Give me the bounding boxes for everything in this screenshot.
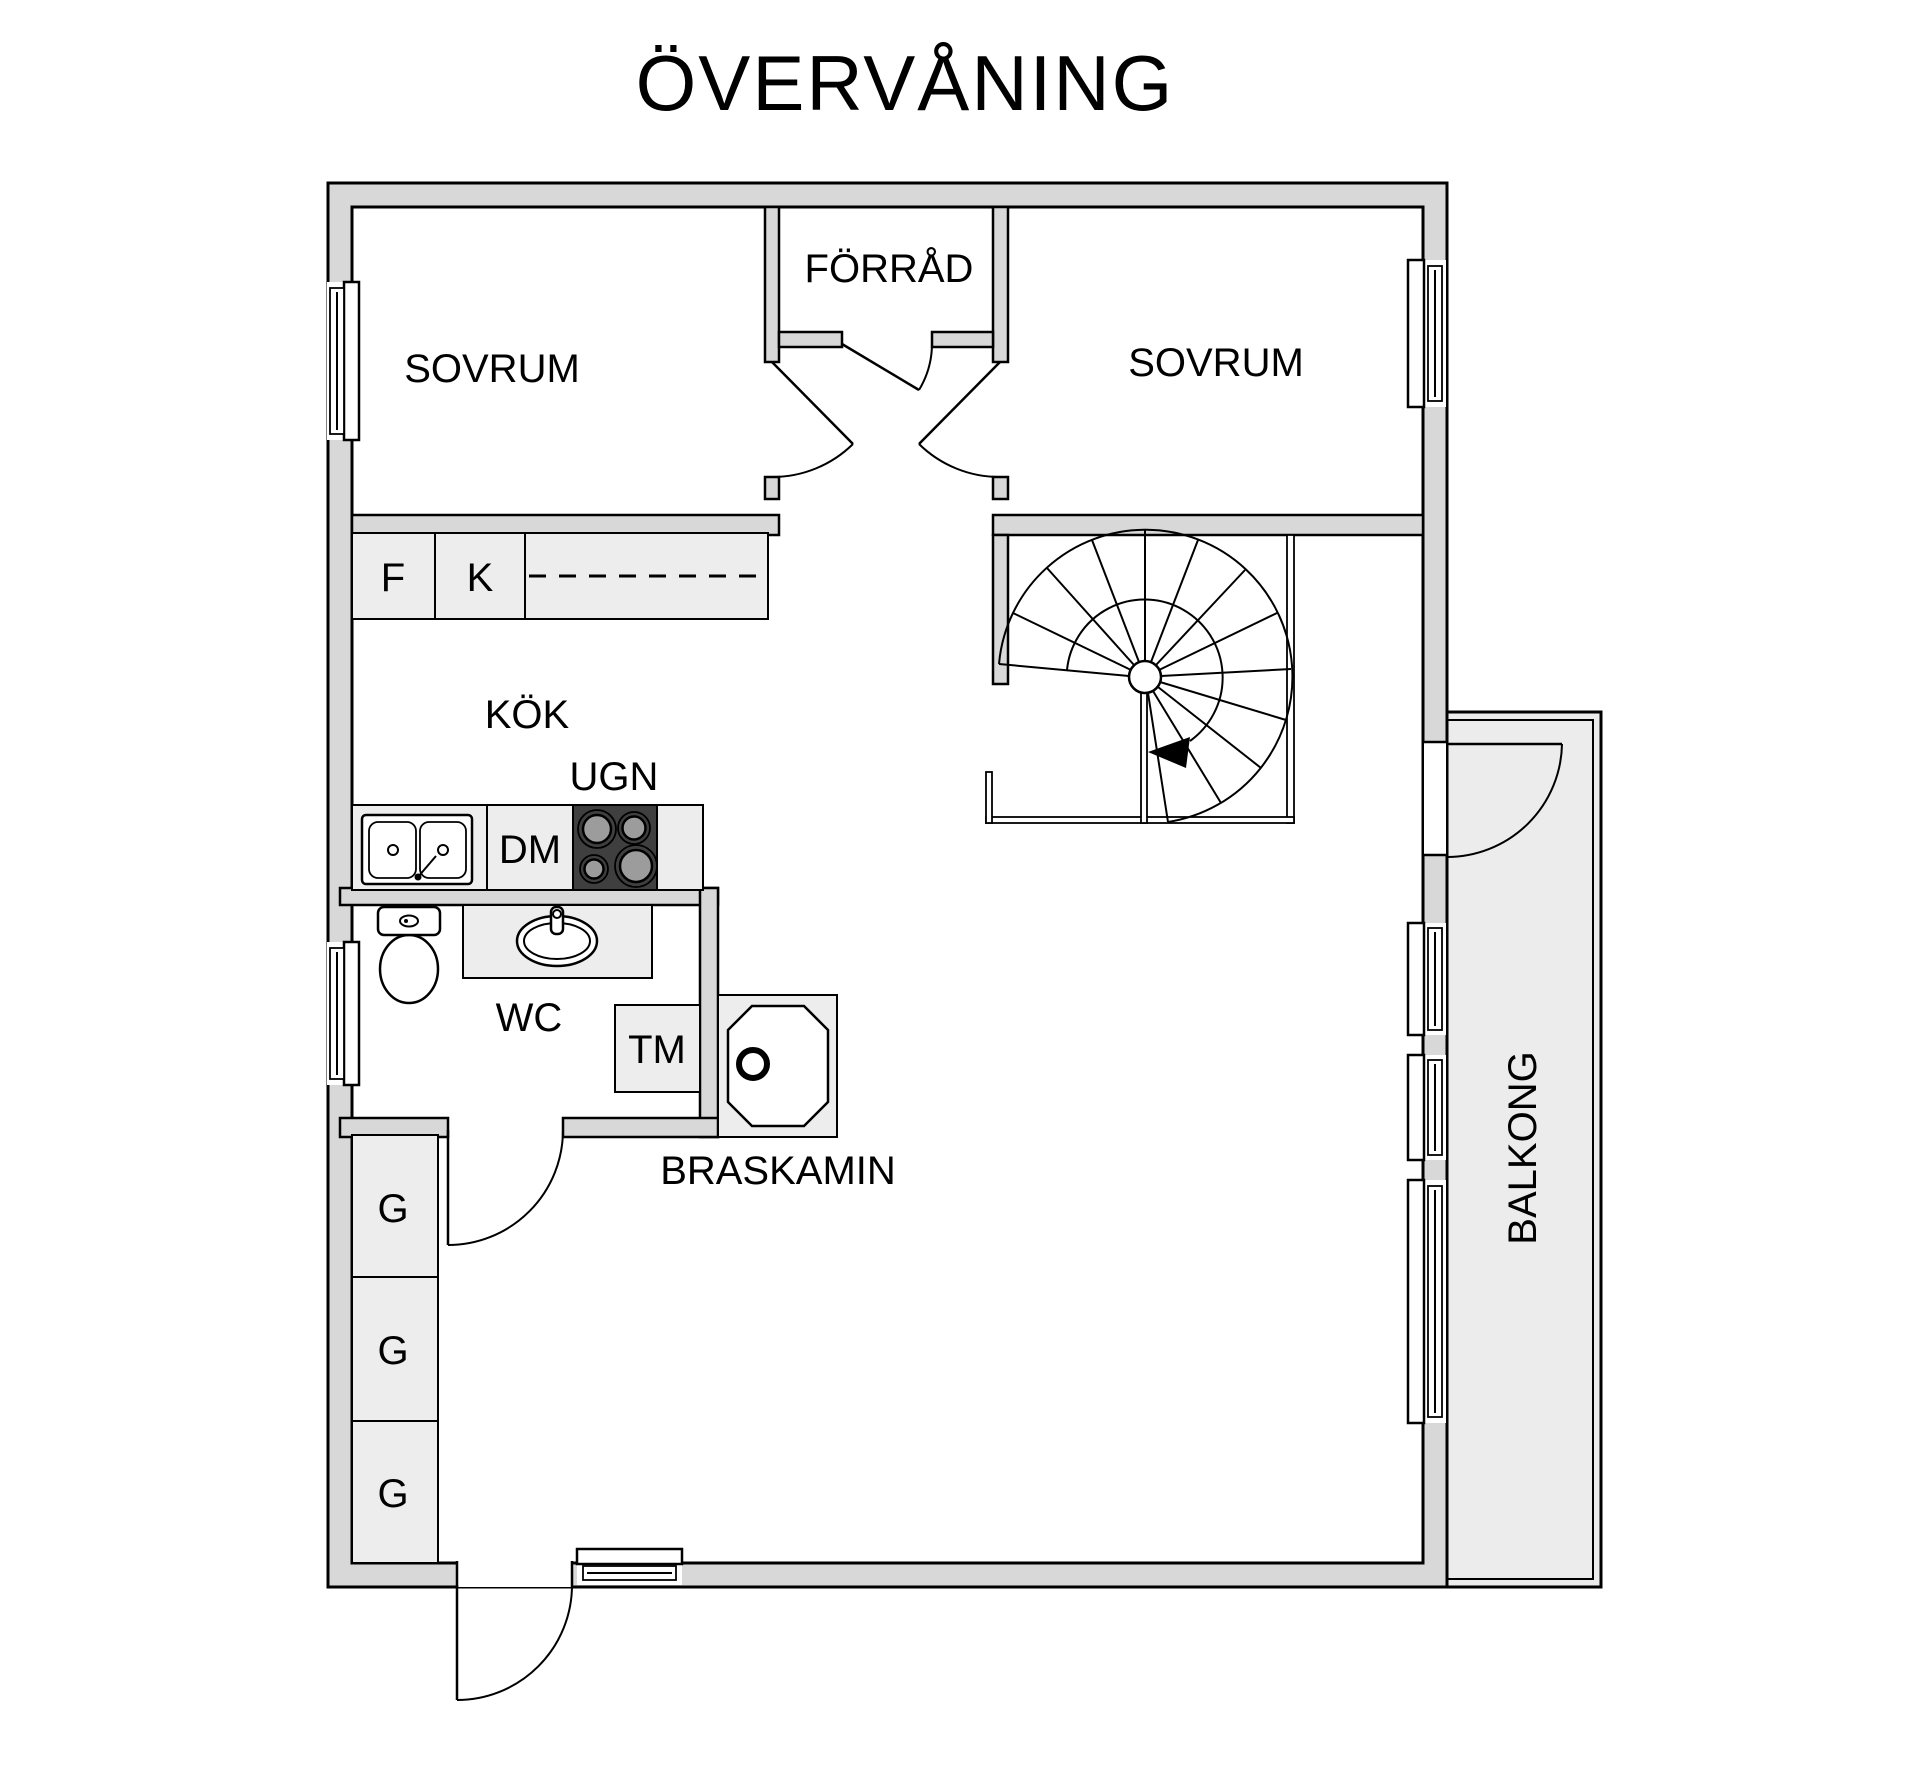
- stair-left-wall: [991, 533, 1010, 686]
- label-bedroom-left: SOVRUM: [404, 347, 580, 391]
- wc-window: [327, 940, 361, 1087]
- hall-stub-right: [991, 475, 1010, 501]
- spiral-staircase: [985, 528, 1295, 824]
- wc-bottom-wall-right: [561, 1116, 720, 1139]
- storage-door: [841, 342, 933, 392]
- stair-direction-arrow: [1148, 737, 1190, 768]
- storage-bottom-wall-right: [930, 330, 995, 349]
- stair-newel: [1127, 659, 1163, 695]
- storage-bottom-wall-left: [777, 330, 844, 349]
- label-kitchen: KÖK: [485, 693, 570, 737]
- stair-rail-left: [985, 771, 993, 824]
- doors: [446, 342, 1563, 1701]
- wc-right-wall: [698, 886, 720, 1139]
- label-storage: FÖRRÅD: [805, 246, 974, 291]
- balcony-window-1: [1406, 921, 1446, 1037]
- bottom-window: [575, 1547, 684, 1585]
- storage-right-wall: [991, 205, 1010, 364]
- stair-outer-arc: [998, 528, 1294, 823]
- bathroom-fixtures: [376, 904, 701, 1093]
- storage-left-wall: [763, 205, 781, 364]
- upper-cabinet-row: [351, 532, 769, 620]
- toilet: [376, 905, 442, 1005]
- label-wardrobe-2: G: [377, 1329, 408, 1373]
- label-oven: UGN: [570, 755, 659, 799]
- stair-treads: [998, 530, 1292, 823]
- kitchen-sink: [360, 813, 474, 886]
- bedroom-left-door: [771, 361, 854, 479]
- label-washing-machine: TM: [628, 1028, 686, 1072]
- label-balcony: BALKONG: [1501, 1051, 1545, 1244]
- bedroom-left-window: [327, 280, 361, 442]
- balcony-inner-line: [1447, 719, 1594, 1580]
- label-bedroom-right: SOVRUM: [1128, 341, 1304, 385]
- wc-door: [446, 1129, 564, 1246]
- fireplace-flue: [736, 1047, 770, 1081]
- hall-stub-left: [763, 475, 781, 501]
- label-fireplace: BRASKAMIN: [660, 1149, 896, 1193]
- exterior-walls: [326, 181, 1449, 1589]
- bedroom-right-door: [918, 361, 1001, 479]
- floorplan-title: ÖVERVÅNING: [636, 39, 1175, 127]
- exterior-wall-ring: [326, 181, 1449, 1589]
- balcony-window-3: [1406, 1178, 1446, 1425]
- balcony-window-2: [1406, 1053, 1446, 1162]
- washing-machine-box: [614, 1004, 701, 1093]
- exterior-door: [455, 1561, 574, 1701]
- bedroom-right-window: [1406, 258, 1446, 409]
- stove: [572, 804, 658, 891]
- labels: ÖVERVÅNING SOVRUM SOVRUM FÖRRÅD KÖK UGN …: [377, 39, 1545, 1516]
- label-wardrobe-1: G: [377, 1187, 408, 1231]
- fireplace-body: [726, 1004, 830, 1128]
- wardrobes: [351, 1134, 439, 1564]
- label-wc: WC: [496, 996, 563, 1040]
- bedroom-right-bottom-wall: [991, 513, 1425, 537]
- windows: [327, 258, 1446, 1585]
- balcony-door: [1423, 740, 1563, 858]
- fireplace: [717, 994, 838, 1138]
- label-wardrobe-3: G: [377, 1472, 408, 1516]
- kitchen-fixtures: [351, 532, 769, 891]
- label-dishwasher: DM: [499, 828, 561, 872]
- label-freezer: K: [467, 556, 494, 600]
- stair-rail-mid: [1140, 676, 1148, 824]
- stair-rail-bottom: [985, 816, 1295, 824]
- wardrobe-column: [351, 1134, 439, 1564]
- wash-basin: [462, 904, 653, 979]
- label-fridge: F: [381, 556, 405, 600]
- stair-inner-arc: [1066, 598, 1224, 742]
